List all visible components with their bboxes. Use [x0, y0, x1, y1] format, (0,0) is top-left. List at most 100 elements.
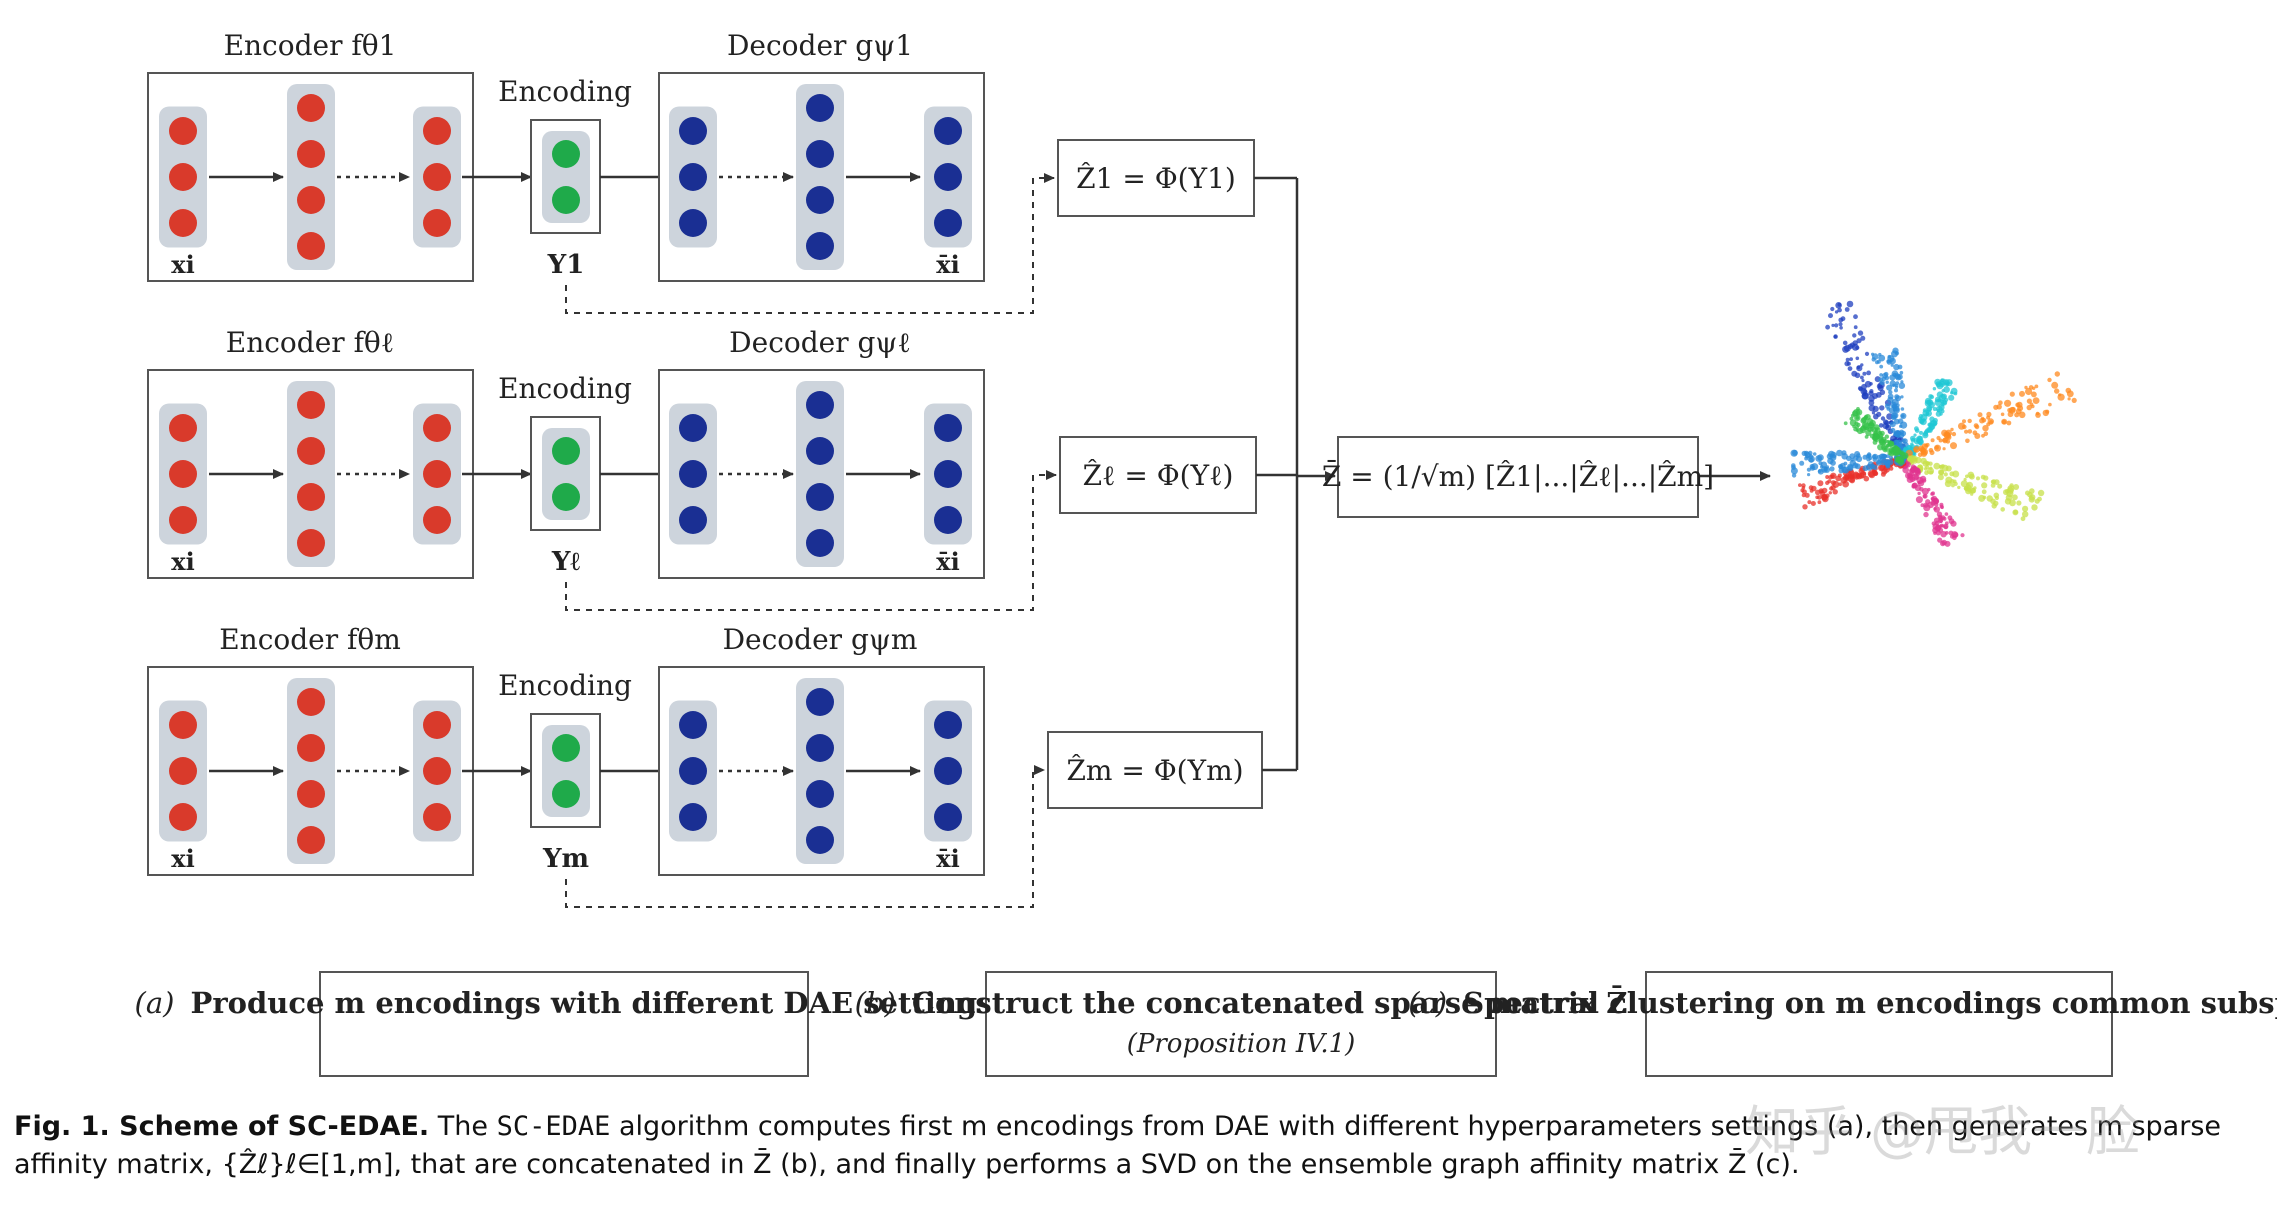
encoder-node: [169, 117, 197, 145]
cluster-point: [1940, 540, 1946, 547]
svg-text:(c) Spectral clustering: (c) Spectral clustering on m encodings c…: [1408, 986, 2277, 1020]
cluster-point: [2057, 393, 2065, 401]
encoder-layer: [287, 678, 335, 864]
encoder-layer: [287, 381, 335, 567]
cluster-point: [1874, 432, 1879, 437]
decoder-node: [806, 826, 834, 854]
cluster-point: [1957, 485, 1961, 490]
encoder-label: Encoder fθ1: [224, 29, 397, 62]
cluster-point: [1894, 385, 1899, 389]
cluster-point: [1878, 464, 1885, 472]
cluster-point: [2066, 390, 2074, 398]
cluster-point: [1920, 457, 1927, 465]
decoder-layer: [796, 84, 844, 270]
phi-label: Ẑℓ = Φ(Yℓ): [1083, 459, 1234, 492]
cluster-point: [1883, 439, 1888, 444]
cluster-point: [1933, 506, 1941, 513]
dashed-link: [565, 470, 1057, 611]
encoder-node: [297, 483, 325, 511]
cluster-point: [1900, 407, 1905, 411]
input-label: xi: [171, 547, 194, 576]
cluster-point: [1938, 469, 1944, 476]
cluster-point: [1894, 394, 1900, 400]
cluster-point: [1933, 420, 1938, 426]
output-label: x̄i: [936, 547, 959, 576]
decoder-node: [806, 734, 834, 762]
cluster-point: [1935, 530, 1941, 536]
cluster-point: [1967, 471, 1975, 479]
cluster-point: [1888, 390, 1893, 395]
cluster-point: [1894, 351, 1900, 356]
cluster-point: [2032, 397, 2040, 404]
cluster-point: [1879, 453, 1885, 460]
cluster-point: [1849, 416, 1854, 421]
code-node: [552, 780, 580, 808]
decoder-node: [806, 688, 834, 716]
cluster-point: [1884, 375, 1890, 381]
cluster-point: [1842, 475, 1849, 481]
encoding-label: Encoding: [498, 75, 632, 108]
cluster-point: [1820, 465, 1824, 469]
cluster-point: [1823, 466, 1830, 473]
cluster-point: [1909, 468, 1915, 474]
encoder-node: [169, 460, 197, 488]
cluster-point: [2034, 498, 2040, 504]
cluster-point: [1878, 423, 1884, 428]
cluster-point: [1892, 383, 1896, 387]
cluster-point: [1989, 420, 1993, 424]
cluster-point: [1861, 392, 1869, 400]
cluster-point: [1855, 416, 1860, 420]
decoder-node: [934, 414, 962, 442]
phi-box: [1059, 436, 1257, 514]
cluster-point: [1916, 470, 1920, 474]
cluster-point: [1791, 473, 1797, 478]
cluster-point: [1876, 359, 1881, 364]
cluster-point: [1807, 473, 1811, 477]
cluster-point: [2037, 489, 2045, 497]
code-label: Ym: [542, 844, 589, 874]
cluster-point: [1986, 495, 1993, 502]
cluster-point: [2015, 402, 2020, 408]
cluster-point: [1926, 405, 1933, 412]
cluster-point: [1841, 466, 1848, 473]
cluster-point: [1842, 340, 1848, 346]
cluster-point: [1817, 500, 1822, 505]
cluster-point: [1825, 475, 1830, 479]
cluster-point: [1922, 494, 1927, 499]
cluster-point: [1879, 405, 1885, 411]
cluster-point: [1941, 524, 1945, 528]
cluster-point: [1900, 380, 1904, 384]
decoder-node: [679, 506, 707, 534]
cluster-point: [1949, 471, 1955, 477]
cluster-point: [1839, 326, 1843, 330]
cluster-point: [1935, 524, 1942, 531]
cluster-point: [1878, 352, 1882, 357]
cluster-point: [1950, 391, 1954, 395]
cluster-point: [1838, 482, 1842, 487]
cluster-point: [1936, 408, 1941, 413]
cluster-point: [1976, 476, 1980, 481]
cluster-point: [1886, 454, 1890, 458]
cluster-point: [1914, 426, 1919, 432]
cluster-point: [1862, 371, 1867, 376]
encoding-label: Encoding: [498, 372, 632, 405]
cluster-point: [1970, 492, 1974, 496]
cluster-point: [2029, 488, 2035, 494]
cluster-point: [2022, 511, 2029, 518]
phi-label: Ẑ1 = Φ(Y1): [1076, 162, 1236, 195]
cluster-point: [1933, 517, 1940, 523]
cluster-point: [1965, 474, 1969, 479]
cluster-point: [2013, 484, 2020, 490]
cluster-point: [1885, 424, 1890, 428]
cluster-point: [1939, 504, 1944, 509]
encoder-node: [297, 232, 325, 260]
cluster-point: [1883, 458, 1891, 467]
decoder-node: [679, 803, 707, 831]
cluster-point: [1960, 480, 1968, 488]
cluster-point: [1846, 361, 1851, 366]
cluster-point: [1804, 492, 1810, 498]
cluster-point: [1951, 483, 1955, 488]
cluster-point: [1810, 501, 1816, 506]
figure-caption: Fig. 1. Scheme of SC-EDAE. The SC-EDAE a…: [14, 1108, 2264, 1184]
decoder-node: [806, 140, 834, 168]
